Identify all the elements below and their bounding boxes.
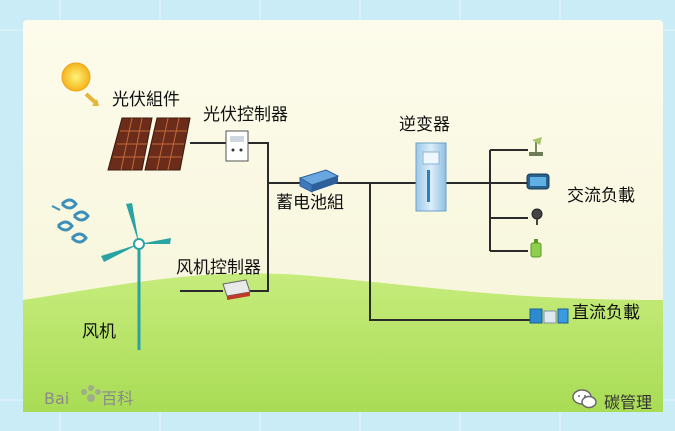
- pv-controller-icon: [225, 130, 249, 162]
- battery-label: 蓄电池組: [276, 193, 344, 213]
- dc-load-label: 直流负載: [572, 303, 640, 323]
- fan-icon: [531, 208, 543, 225]
- phone-charger-icon: [530, 239, 542, 258]
- baidu-watermark-tail: 百科: [101, 389, 134, 408]
- solar-panel-icon: [107, 117, 191, 171]
- baidu-paw-icon: [81, 385, 101, 402]
- wind-turbine-label: 风机: [82, 322, 116, 342]
- grass-hill: [23, 273, 663, 412]
- pv-controller-label: 光伏控制器: [203, 105, 288, 125]
- wechat-icon: [572, 389, 597, 409]
- wind-turbine-icon: [101, 203, 171, 350]
- dc-load-icon: [529, 308, 569, 324]
- brand-watermark: 碳管理: [604, 393, 653, 412]
- ac-load-label: 交流负載: [567, 186, 635, 206]
- battery-icon: [298, 169, 340, 193]
- wind-icon: [51, 198, 90, 244]
- desk-lamp-icon: [529, 137, 543, 156]
- baidu-watermark: Bai 百科: [44, 385, 133, 409]
- monitor-icon: [526, 173, 550, 190]
- sun-icon: [61, 62, 99, 106]
- baidu-watermark-text: Bai: [44, 389, 70, 408]
- wind-controller-label: 风机控制器: [176, 258, 261, 278]
- inverter-icon: [415, 142, 447, 212]
- wiring: [180, 142, 530, 321]
- wind-controller-icon: [222, 279, 251, 300]
- inverter-label: 逆变器: [399, 115, 450, 135]
- pv-module-label: 光伏組件: [112, 90, 180, 110]
